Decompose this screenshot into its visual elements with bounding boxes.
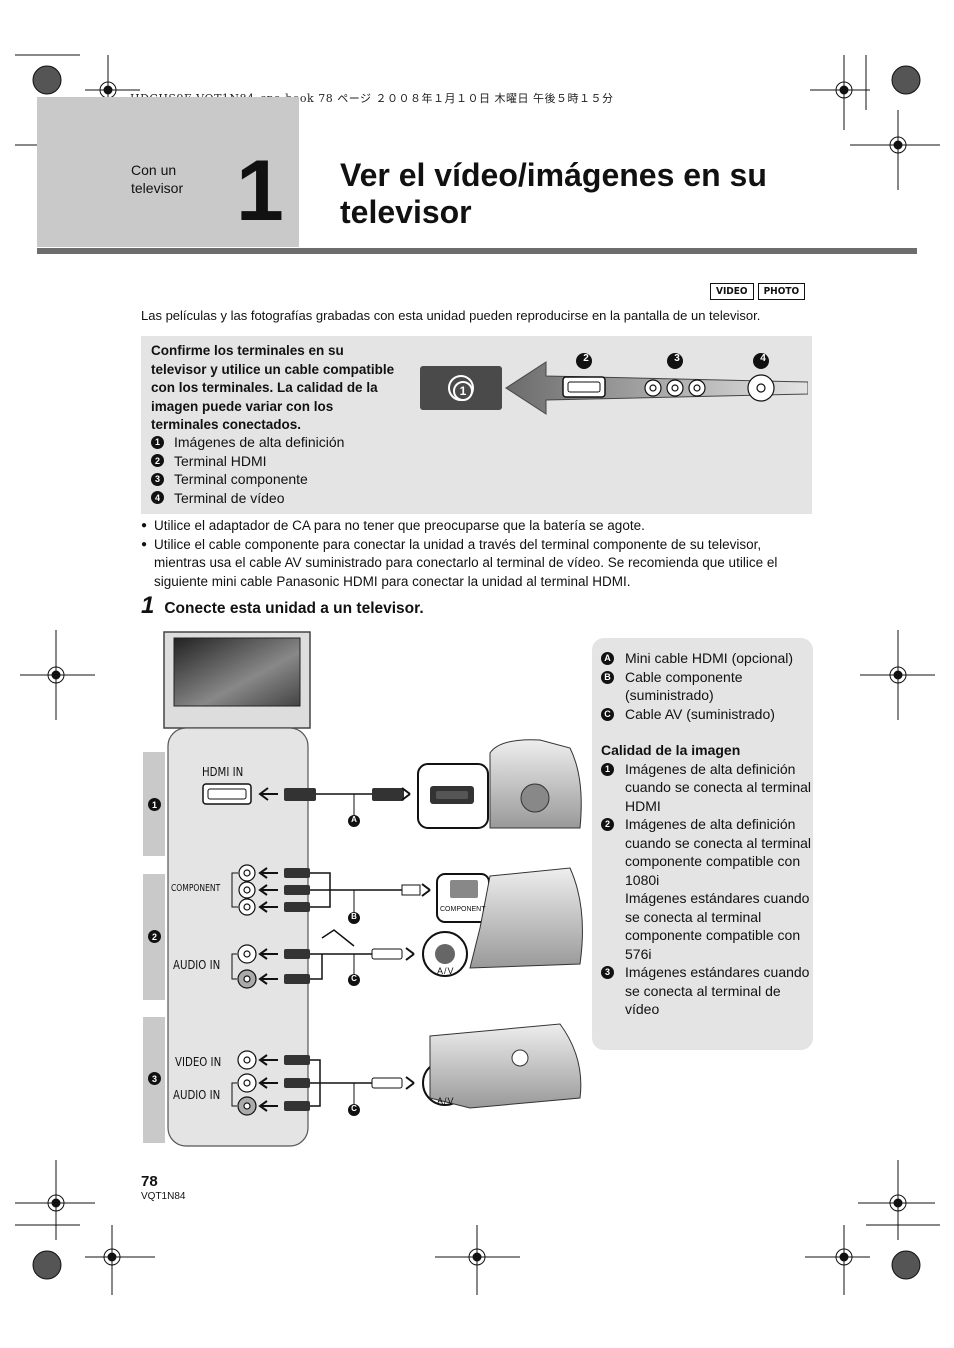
audio-in-label: AUDIO IN xyxy=(173,958,221,972)
bullet-list: Utilice el adaptador de CA para no tener… xyxy=(141,517,813,591)
legend-quality-1: 1 Imágenes de alta definición cuando se c… xyxy=(601,760,811,816)
list-item-label: Imágenes de alta definición xyxy=(174,434,345,450)
quality-2-icon: 2 xyxy=(601,818,614,831)
video-in-label: VIDEO IN xyxy=(175,1055,222,1069)
cable-c-marker: C xyxy=(351,974,357,983)
diagram-legend: A Mini cable HDMI (opcional) B Cable compo… xyxy=(592,638,813,1050)
number-icon: 2 xyxy=(151,454,164,468)
cable-c-marker-row3: C xyxy=(351,1104,357,1113)
terminal-info-panel: Confirme los terminales en su televisor … xyxy=(141,336,812,514)
quality-3-icon: 3 xyxy=(601,966,614,979)
video-mode-badge: VIDEO xyxy=(710,283,754,300)
cable-b-icon: B xyxy=(601,670,614,684)
terminal-list: 1 Imágenes de alta definición 2 Terminal H… xyxy=(151,433,344,507)
quality-1-icon: 1 xyxy=(453,381,473,401)
row-1-number: 1 xyxy=(148,798,161,811)
legend-quality-2b: Imágenes estándares cuando se conecta al… xyxy=(601,889,811,963)
bullet-item: Utilice el cable componente para conecta… xyxy=(141,536,813,592)
legend-quality-label: Imágenes de alta definición cuando se co… xyxy=(625,760,811,814)
step-heading: 1 Conecte esta unidad a un televisor. xyxy=(141,592,424,620)
list-item: 3 Terminal componente xyxy=(151,470,344,489)
list-item-label: Terminal HDMI xyxy=(174,452,267,469)
legend-quality-3: 3 Imágenes estándares cuando se conecta a… xyxy=(601,963,811,1019)
cable-a-icon: A xyxy=(601,652,614,665)
chapter-number: 1 xyxy=(236,143,284,239)
intro-text: Las películas y las fotografías grabadas… xyxy=(141,308,761,323)
legend-cable-c: C Cable AV (suministrado) xyxy=(601,705,811,724)
hdmi-terminal-number: 2 xyxy=(583,353,589,364)
connection-diagram: 1 2 3 HDMI IN COMPONENT AUDIO IN VIDEO I… xyxy=(140,628,590,1148)
list-item-label: Terminal de vídeo xyxy=(174,489,285,506)
step-number: 1 xyxy=(141,592,155,619)
legend-quality-label: Imágenes de alta definición cuando se co… xyxy=(625,816,811,888)
step-text: Conecte esta unidad a un televisor. xyxy=(164,600,424,617)
info-panel-text: Confirme los terminales en su televisor … xyxy=(151,343,395,432)
title-rule xyxy=(37,248,917,254)
quality-heading: Calidad de la imagen xyxy=(601,742,741,758)
cable-c-icon: C xyxy=(601,707,614,721)
cable-a-marker: A xyxy=(351,815,357,824)
number-icon: 1 xyxy=(151,435,164,449)
bullet-item: Utilice el adaptador de CA para no tener… xyxy=(141,517,813,536)
number-icon: 3 xyxy=(151,472,164,486)
legend-cable-a: A Mini cable HDMI (opcional) xyxy=(601,649,811,668)
list-item: 4 Terminal de vídeo xyxy=(151,489,344,508)
cable-b-marker: B xyxy=(351,912,357,921)
connection-diagram-graphic xyxy=(143,631,583,1147)
camera-component-label: COMPONENT xyxy=(440,906,486,913)
legend-quality-label: Imágenes estándares cuando se conecta al… xyxy=(625,964,810,1017)
camera-av-label: A/V xyxy=(437,966,455,976)
audio-in-label-row3: AUDIO IN xyxy=(173,1088,221,1102)
row-2-number: 2 xyxy=(148,930,161,943)
legend-cable-b-label: Cable componente (suministrado) xyxy=(625,668,743,704)
number-icon: 4 xyxy=(151,491,164,505)
chapter-tab xyxy=(37,97,299,247)
mode-badges: VIDEO PHOTO xyxy=(710,283,806,300)
legend-cable-c-label: Cable AV (suministrado) xyxy=(625,705,775,722)
legend-quality-label: Imágenes estándares cuando se conecta al… xyxy=(625,890,810,962)
hdmi-in-label: HDMI IN xyxy=(202,765,244,779)
legend-cable-b: B Cable componente (suministrado) xyxy=(601,668,811,705)
page-number: 78 xyxy=(141,1173,158,1190)
component-terminal-number: 3 xyxy=(674,353,680,364)
list-item: 2 Terminal HDMI xyxy=(151,452,344,471)
video-terminal-number: 4 xyxy=(760,353,766,364)
legend-cable-a-label: Mini cable HDMI (opcional) xyxy=(625,650,794,666)
quality-arrow-graphic xyxy=(420,353,808,415)
photo-mode-badge: PHOTO xyxy=(757,283,806,300)
list-item: 1 Imágenes de alta definición xyxy=(151,433,344,452)
document-code: VQT1N84 xyxy=(141,1191,186,1202)
chapter-label: Con un televisor xyxy=(131,162,184,196)
camera-av-label-row3: A/V xyxy=(437,1096,455,1106)
list-item-label: Terminal componente xyxy=(174,471,308,487)
row-3-number: 3 xyxy=(148,1072,161,1085)
page-title: Ver el vídeo/imágenes en su televisor xyxy=(340,157,767,230)
legend-quality-2: 2 Imágenes de alta definición cuando se c… xyxy=(601,815,811,889)
quality-1-icon: 1 xyxy=(601,762,614,776)
component-label: COMPONENT xyxy=(171,883,221,894)
